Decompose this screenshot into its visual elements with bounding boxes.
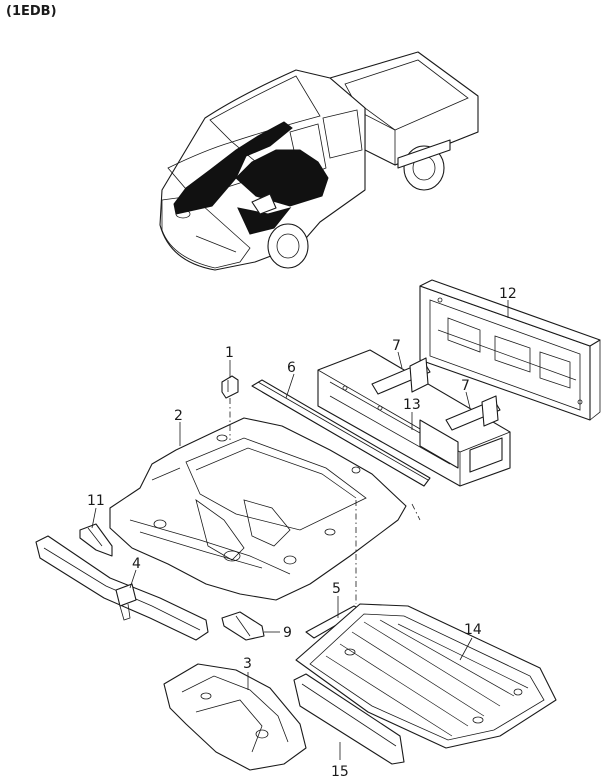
- truck-illustration: [159, 51, 479, 271]
- callout-11: 11: [87, 493, 105, 509]
- callout-9: 9: [283, 625, 292, 641]
- part-7-bracket-a: [371, 357, 431, 395]
- part-14-cargo-floor: [295, 603, 557, 749]
- part-13-rear-member: [317, 349, 511, 487]
- part-2-floor-pan: [109, 417, 407, 601]
- callout-14: 14: [464, 622, 482, 638]
- callout-6: 6: [287, 360, 296, 376]
- part-1-bracket: [221, 375, 239, 399]
- callout-12: 12: [499, 286, 517, 302]
- callout-3: 3: [243, 656, 252, 672]
- part-12-back-panel: [419, 279, 601, 421]
- diagram-code: (1EDB): [6, 4, 57, 19]
- alignment-lines: [229, 398, 421, 604]
- callout-7b: 7: [461, 378, 470, 394]
- part-9-bracket: [221, 611, 265, 641]
- callout-1: 1: [225, 345, 234, 361]
- callout-7a: 7: [392, 338, 401, 354]
- callout-4: 4: [132, 556, 141, 572]
- leader-lines: [91, 300, 509, 760]
- part-6-cross-member: [251, 379, 431, 487]
- part-4-cowl-member: [35, 535, 209, 641]
- part-7-bracket-b: [445, 395, 501, 431]
- callout-2: 2: [174, 408, 183, 424]
- part-11-bracket: [79, 523, 113, 557]
- callout-numbers: 1 2 3 4 5 6 7 7 9 11 12 13 14 15: [87, 286, 517, 780]
- callout-13: 13: [403, 397, 421, 413]
- part-15-side-rail: [293, 673, 405, 765]
- part-3-dash-panel: [163, 663, 307, 771]
- callout-5: 5: [332, 581, 341, 597]
- callout-15: 15: [331, 764, 349, 780]
